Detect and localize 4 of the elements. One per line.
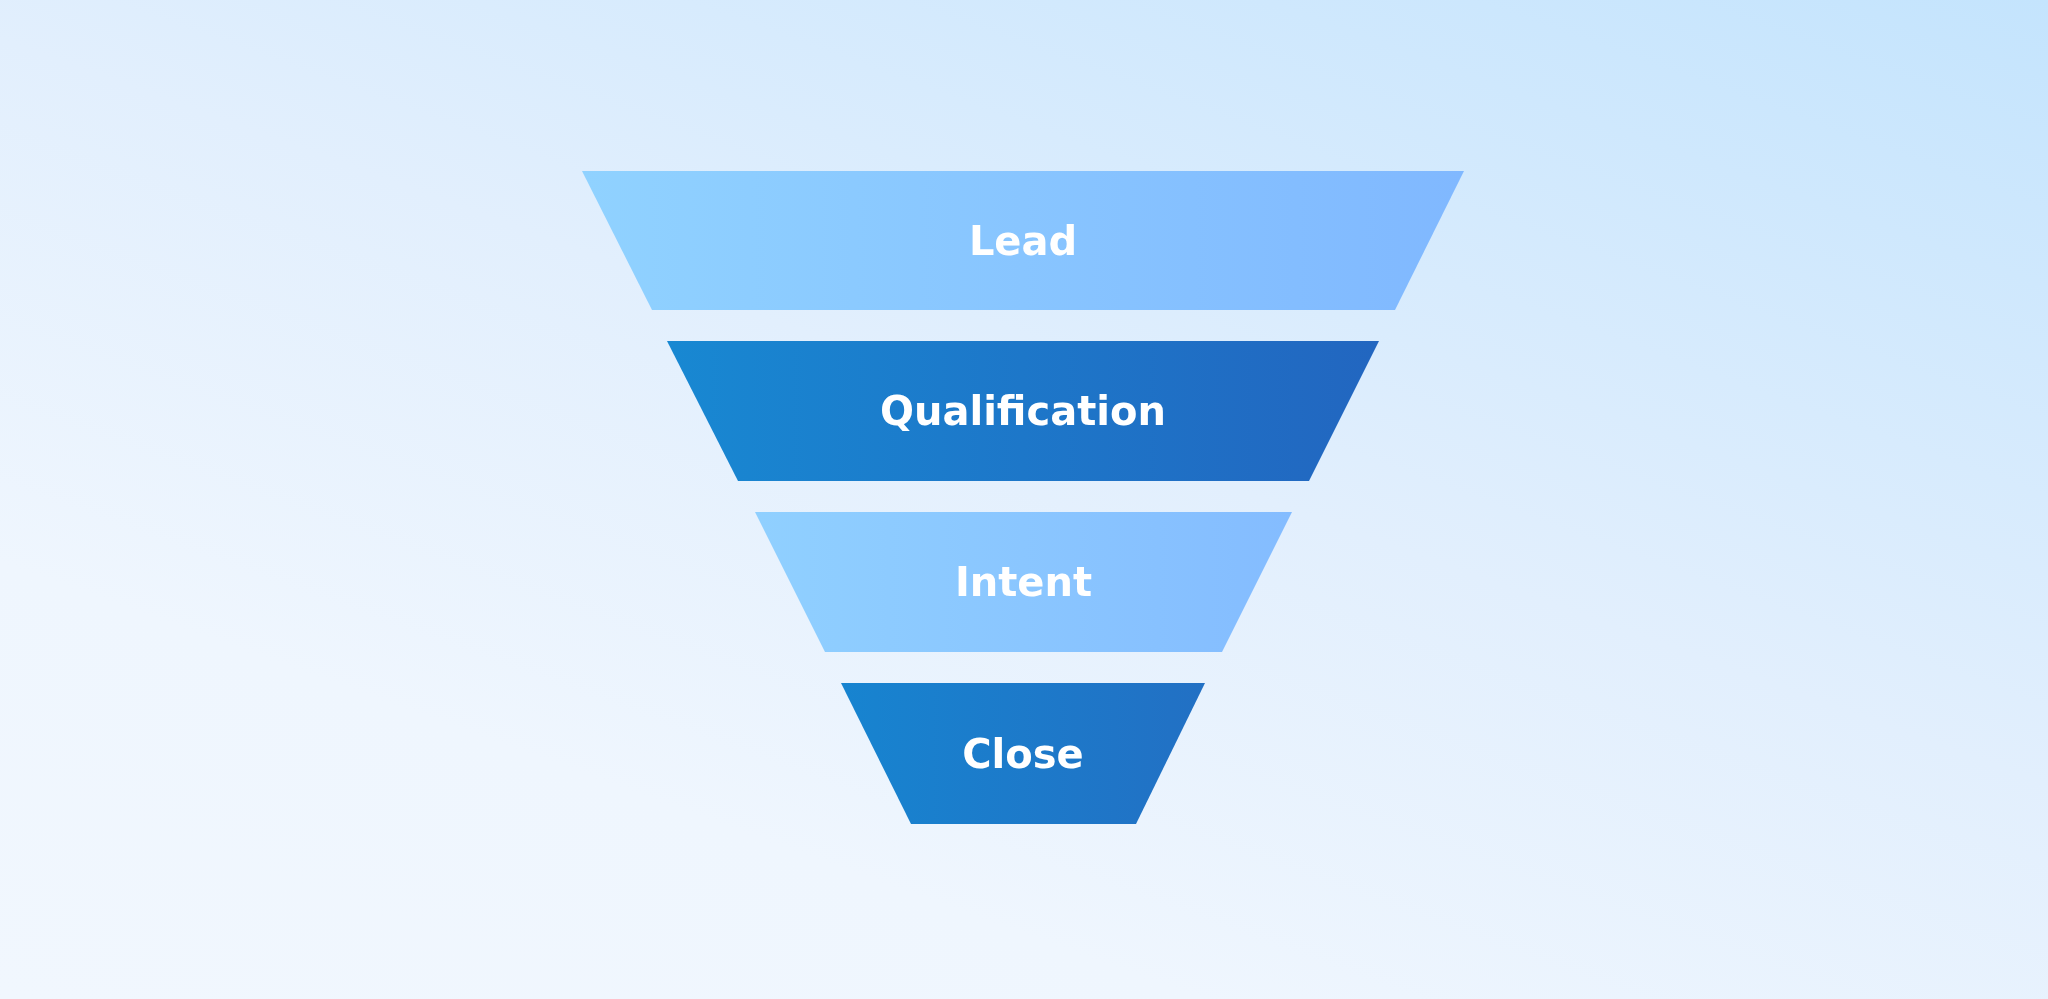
stage-label: Intent <box>954 559 1093 605</box>
stage-label: Lead <box>968 217 1078 264</box>
stage-label: Close <box>962 730 1084 777</box>
stage-label: Qualification <box>880 388 1166 434</box>
